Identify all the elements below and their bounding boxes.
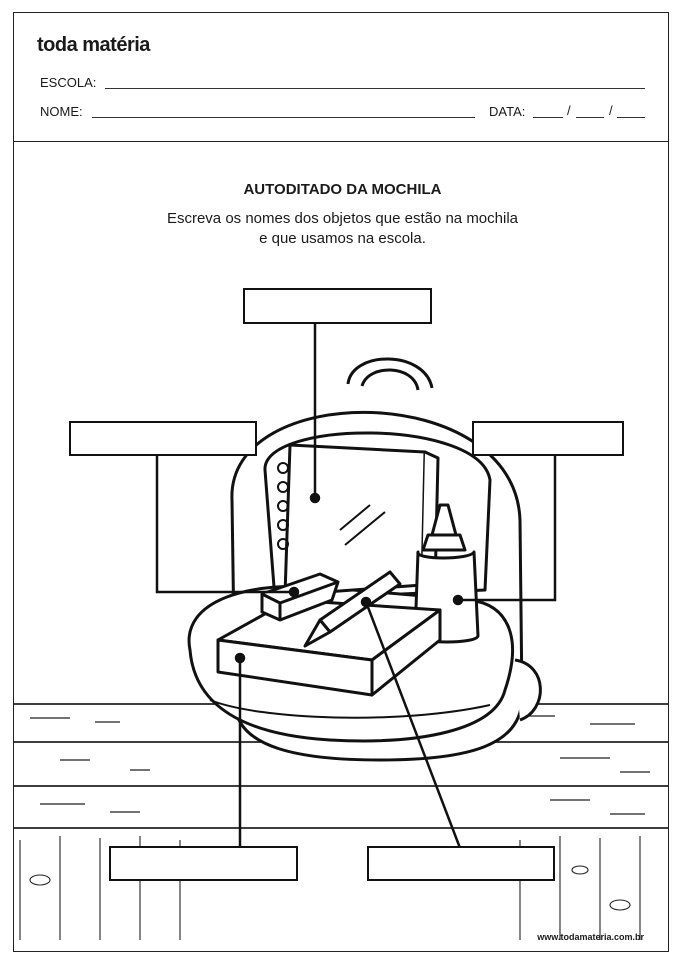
nome-field[interactable] [92,117,475,118]
leader-lines [155,322,557,849]
instruction-line-2: e que usamos na escola. [259,230,426,247]
answer-box-notebook[interactable] [243,288,432,324]
date-separator: / [567,103,571,118]
nome-label: NOME: [40,104,83,119]
answer-box-eraser[interactable] [69,421,257,456]
date-year-field[interactable] [617,117,645,118]
answer-box-glue[interactable] [472,421,624,456]
worksheet-header [13,12,669,142]
escola-label: ESCOLA: [40,75,97,90]
answer-box-pencil[interactable] [367,846,555,881]
escola-field[interactable] [105,88,645,89]
brand-logo: toda matéria [37,34,150,56]
worksheet-title: AUTODITADO DA MOCHILA [243,181,442,198]
footer-url[interactable]: www.todamateria.com.br [537,932,644,942]
notebook-icon [277,443,440,597]
instruction-line-1: Escreva os nomes dos objetos que estão n… [166,210,519,227]
pencil-icon [303,570,402,648]
data-label: DATA: [489,104,526,119]
date-day-field[interactable] [533,117,563,118]
answer-box-book[interactable] [109,846,298,881]
eraser-icon [260,572,340,622]
worksheet-frame [13,12,669,952]
date-month-field[interactable] [576,117,604,118]
date-separator: / [609,103,613,118]
